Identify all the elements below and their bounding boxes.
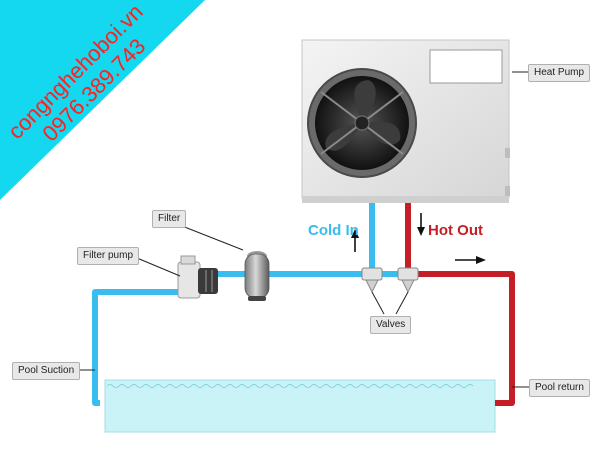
heat-pump-fan	[307, 68, 417, 178]
pool-surface-wave	[106, 384, 474, 388]
return-arrow-right-icon	[455, 256, 486, 264]
filter-pump-motor	[198, 268, 218, 294]
filter-tank-base	[248, 296, 266, 301]
pool-water	[104, 379, 496, 433]
hot-out-arrow-down-icon	[417, 213, 425, 236]
filter-pump-inlet	[180, 255, 196, 265]
cold-in-arrow-up-icon	[351, 229, 359, 252]
watermark-banner	[0, 0, 205, 200]
filter-pump	[177, 255, 218, 299]
suction-pipe	[92, 289, 180, 406]
heat-pump-display	[429, 49, 503, 84]
return-pipe	[412, 271, 515, 406]
filter-pump-label: Filter pump	[77, 247, 140, 265]
cold-valve	[361, 267, 383, 294]
valves-label: Valves	[370, 316, 412, 334]
pool-suction-label: Pool Suction	[12, 362, 81, 380]
watermark-banner-shape	[0, 0, 205, 200]
filter-label: Filter	[152, 210, 187, 228]
pool	[104, 379, 496, 433]
filter-pump-housing	[177, 261, 201, 299]
heat-pump-label: Heat Pump	[528, 64, 591, 82]
flow-arrows	[351, 213, 486, 264]
hot-out-label: Hot Out	[428, 222, 483, 239]
hot-valve	[397, 267, 419, 294]
filter-tank-body	[244, 253, 270, 299]
cold-in-label: Cold In	[308, 222, 359, 239]
heat-pump-unit	[301, 39, 510, 203]
valves	[361, 267, 419, 294]
pool-return-label: Pool return	[529, 379, 590, 397]
heat-pump-base	[302, 196, 509, 203]
hot-water-pipes	[405, 203, 515, 406]
filter-tank	[244, 251, 270, 301]
